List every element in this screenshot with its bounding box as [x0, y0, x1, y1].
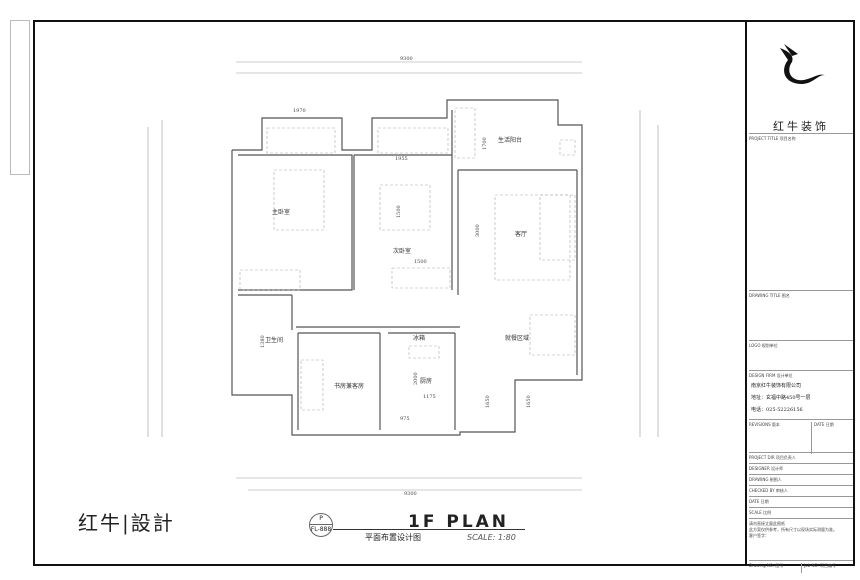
plan-subtitle: 平面布置设计图	[365, 533, 421, 542]
drawing-title-row: DRAWING TITLE 图名	[749, 290, 853, 299]
checked-by-row: CHECKED BY 审核人	[749, 485, 853, 494]
room-labels: 主卧室 次卧室 生活阳台 客厅 卫生间 书房兼客房 厨房 冰箱 就餐区域	[265, 136, 529, 390]
brand-name: 红牛装饰	[773, 120, 829, 133]
label-living-room: 客厅	[515, 230, 527, 238]
drawing-number-label: Drawing NO. 图号	[749, 563, 784, 568]
drawing-badge: P FL-888	[309, 513, 333, 537]
furniture	[239, 107, 576, 411]
scale-row: SCALE 比例	[749, 507, 853, 516]
designer-row: DESIGNER 设计师	[749, 463, 853, 472]
margin-strip	[10, 20, 30, 175]
notes: 请勿直接丈量此图纸 此方案仅供参考，所有尺寸以现场实际测量为准。 客户签字：	[749, 518, 853, 539]
logo-row: LOGO 规划单位	[749, 340, 853, 349]
dim-second-window: 1955	[395, 156, 408, 162]
note-1: 请勿直接丈量此图纸	[749, 521, 785, 526]
dim-total-top: 9300	[400, 56, 413, 62]
title-underline	[333, 529, 525, 530]
dim-bath: 1380	[260, 335, 266, 348]
project-dir-row: PROJECT DIR 项目负责人	[749, 452, 853, 461]
dim-living: 3000	[475, 224, 481, 237]
design-firm-row: DESIGN FIRM 设计单位	[749, 370, 853, 379]
dim-dining-a: 1650	[485, 395, 491, 408]
dim-total-bottom: 9300	[404, 491, 417, 497]
badge-bottom: FL-888	[310, 524, 332, 533]
company-name: 南京红牛装饰有限公司	[751, 383, 802, 389]
floor-plan: 主卧室 次卧室 生活阳台 客厅 卫生间 书房兼客房 厨房 冰箱 就餐区域 197…	[147, 56, 659, 497]
dim-kitchen-depth: 2000	[413, 372, 419, 385]
brand-logo-icon	[780, 44, 826, 84]
label-bathroom: 卫生间	[265, 336, 283, 344]
label-kitchen: 厨房	[420, 377, 432, 385]
project-title-row: PROJECT TITLE 项目名称	[749, 133, 853, 142]
dim-balcony: 1700	[482, 137, 488, 150]
job-number-label: Job NO. 项目编号	[801, 563, 836, 573]
dim-master-window: 1970	[293, 108, 306, 114]
note-2: 此方案仅供参考，所有尺寸以现场实际测量为准。	[749, 527, 837, 532]
plan-scale: SCALE: 1:80	[467, 533, 516, 542]
plan-title: 1F PLAN	[408, 512, 510, 532]
revision-date-label: DATE 日期	[811, 422, 834, 454]
dim-bed-width: 1500	[414, 259, 427, 265]
company-phone: 电话：025-52226156	[751, 407, 803, 413]
date-row: DATE 日期	[749, 496, 853, 505]
badge-top: P	[319, 515, 323, 522]
walls	[231, 99, 583, 436]
company-address: 地址：玄福中路450号一层	[751, 395, 811, 401]
label-fridge: 冰箱	[413, 334, 425, 342]
drawing-row: DRAWING 制图人	[749, 474, 853, 483]
label-master-bedroom: 主卧室	[272, 208, 290, 216]
drawing-number-row: Drawing NO. 图号 Job NO. 项目编号	[749, 560, 853, 573]
dimension-labels: 1970 1955 1700 1500 1500 3000 1380 2000 …	[260, 56, 532, 497]
label-study-guest: 书房兼客房	[334, 382, 364, 390]
dim-dining-b: 1650	[526, 395, 532, 408]
note-3: 客户签字：	[749, 533, 769, 538]
dimension-lines	[147, 61, 659, 491]
dim-kitchen-door: 975	[400, 416, 410, 422]
title-block: 红牛装饰 PROJECT TITLE 项目名称 DRAWING TITLE 图名…	[745, 20, 855, 573]
dim-bed: 1500	[396, 205, 402, 218]
revisions-row: REVISIONS 版本 DATE 日期	[749, 419, 853, 454]
label-second-bedroom: 次卧室	[393, 247, 411, 255]
drawing-frame	[33, 20, 855, 566]
label-dining: 就餐区域	[505, 334, 529, 342]
signature-logo: 红牛|設計	[78, 511, 175, 535]
dim-kitchen-width: 1175	[423, 394, 436, 400]
revisions-label: REVISIONS 版本	[749, 422, 780, 427]
label-balcony: 生活阳台	[498, 136, 522, 144]
